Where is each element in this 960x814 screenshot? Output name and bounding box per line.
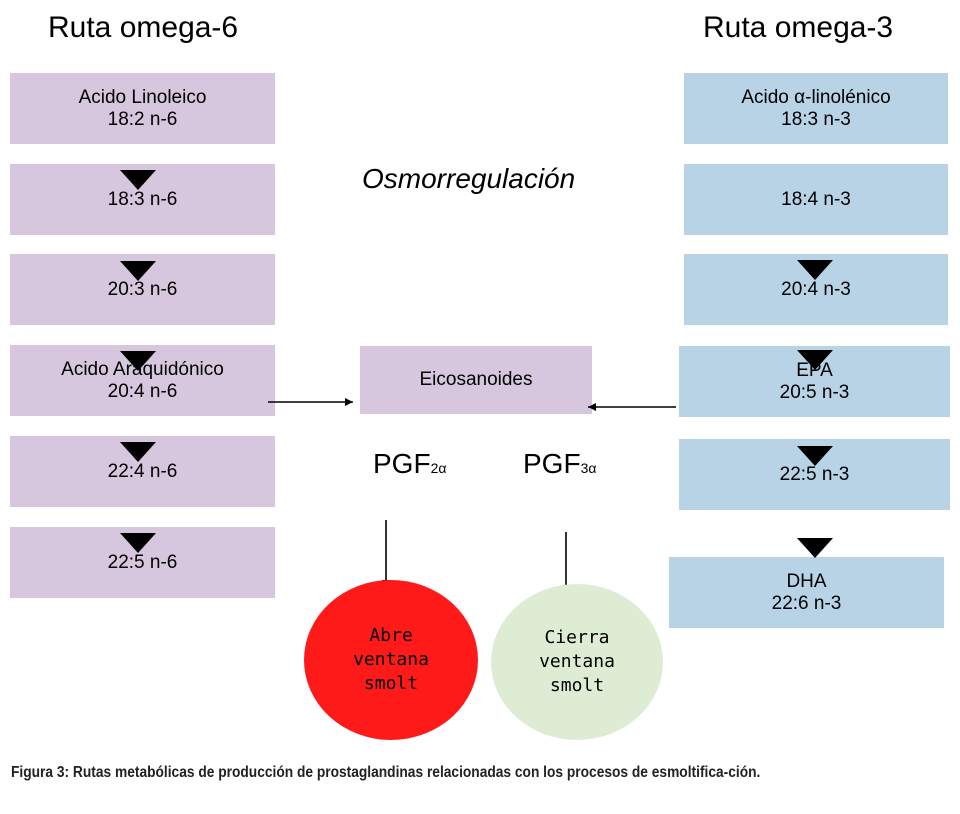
figure-caption: Figura 3: Rutas metabólicas de producció… [11,764,761,781]
open-line-2: ventana [353,649,429,670]
omega6-step-arrow-1 [120,170,156,190]
omega3-step-arrow-1 [797,260,833,280]
omega3-step-5-formula: 22:5 n-3 [779,463,850,485]
close-line-1: Cierra [544,627,610,648]
omega3-step-2-formula: 18:4 n-3 [781,188,851,210]
eicosanoids-label: Eicosanoides [419,369,533,390]
pgf3-label: PGF3α [523,448,596,484]
omega6-step-arrow-3 [120,351,156,371]
omega3-step-1: Acido α-linolénico 18:3 n-3 [684,73,948,144]
osmoregulation-label: Osmorregulación [362,163,576,194]
pgf2-label: PGF2α [373,448,446,484]
pgf2-subscript: 2α [430,460,447,476]
omega6-step-1-formula: 18:2 n-6 [107,108,178,130]
omega3-step-arrow-3 [797,446,833,466]
open-smolt-window-circle: Abre ventana smolt [304,580,478,740]
omega6-step-1: Acido Linoleico 18:2 n-6 [10,73,275,144]
pgf2-base: PGF [373,448,431,479]
omega6-title: Ruta omega-6 [48,11,239,44]
omega6-step-1-name: Acido Linoleico [78,86,207,108]
open-line-1: Abre [369,625,413,646]
omega6-step-3-formula: 20:3 n-6 [107,278,178,300]
omega3-step-2: 18:4 n-3 [684,164,948,235]
close-line-3: smolt [549,675,605,696]
omega6-step-arrow-2 [120,261,156,281]
omega3-step-1-name: Acido α-linolénico [741,86,891,108]
omega3-step-arrow-2 [797,350,833,370]
omega3-title: Ruta omega-3 [703,11,894,44]
omega6-step-2-formula: 18:3 n-6 [107,188,178,210]
omega3-step-4-formula: 20:5 n-3 [779,381,850,403]
omega3-step-6-formula: 22:6 n-3 [771,592,842,614]
pgf3-subscript: 3α [580,460,597,476]
omega3-step-3-formula: 20:4 n-3 [781,278,851,300]
eicosanoids-box: Eicosanoides [360,346,592,414]
omega6-step-arrow-5 [120,533,156,553]
omega6-step-6-formula: 22:5 n-6 [107,551,178,573]
omega3-step-1-formula: 18:3 n-3 [781,108,851,130]
pgf3-base: PGF [523,448,581,479]
omega6-step-arrow-4 [120,442,156,462]
omega3-step-6: DHA 22:6 n-3 [669,557,944,628]
omega6-step-5-formula: 22:4 n-6 [107,460,178,482]
omega3-step-6-name: DHA [786,570,827,592]
close-smolt-window-circle: Cierra ventana smolt [491,584,663,740]
omega6-step-4-formula: 20:4 n-6 [107,380,178,402]
omega3-step-arrow-4 [797,538,833,558]
close-line-2: ventana [539,651,615,672]
open-line-3: smolt [363,673,419,694]
